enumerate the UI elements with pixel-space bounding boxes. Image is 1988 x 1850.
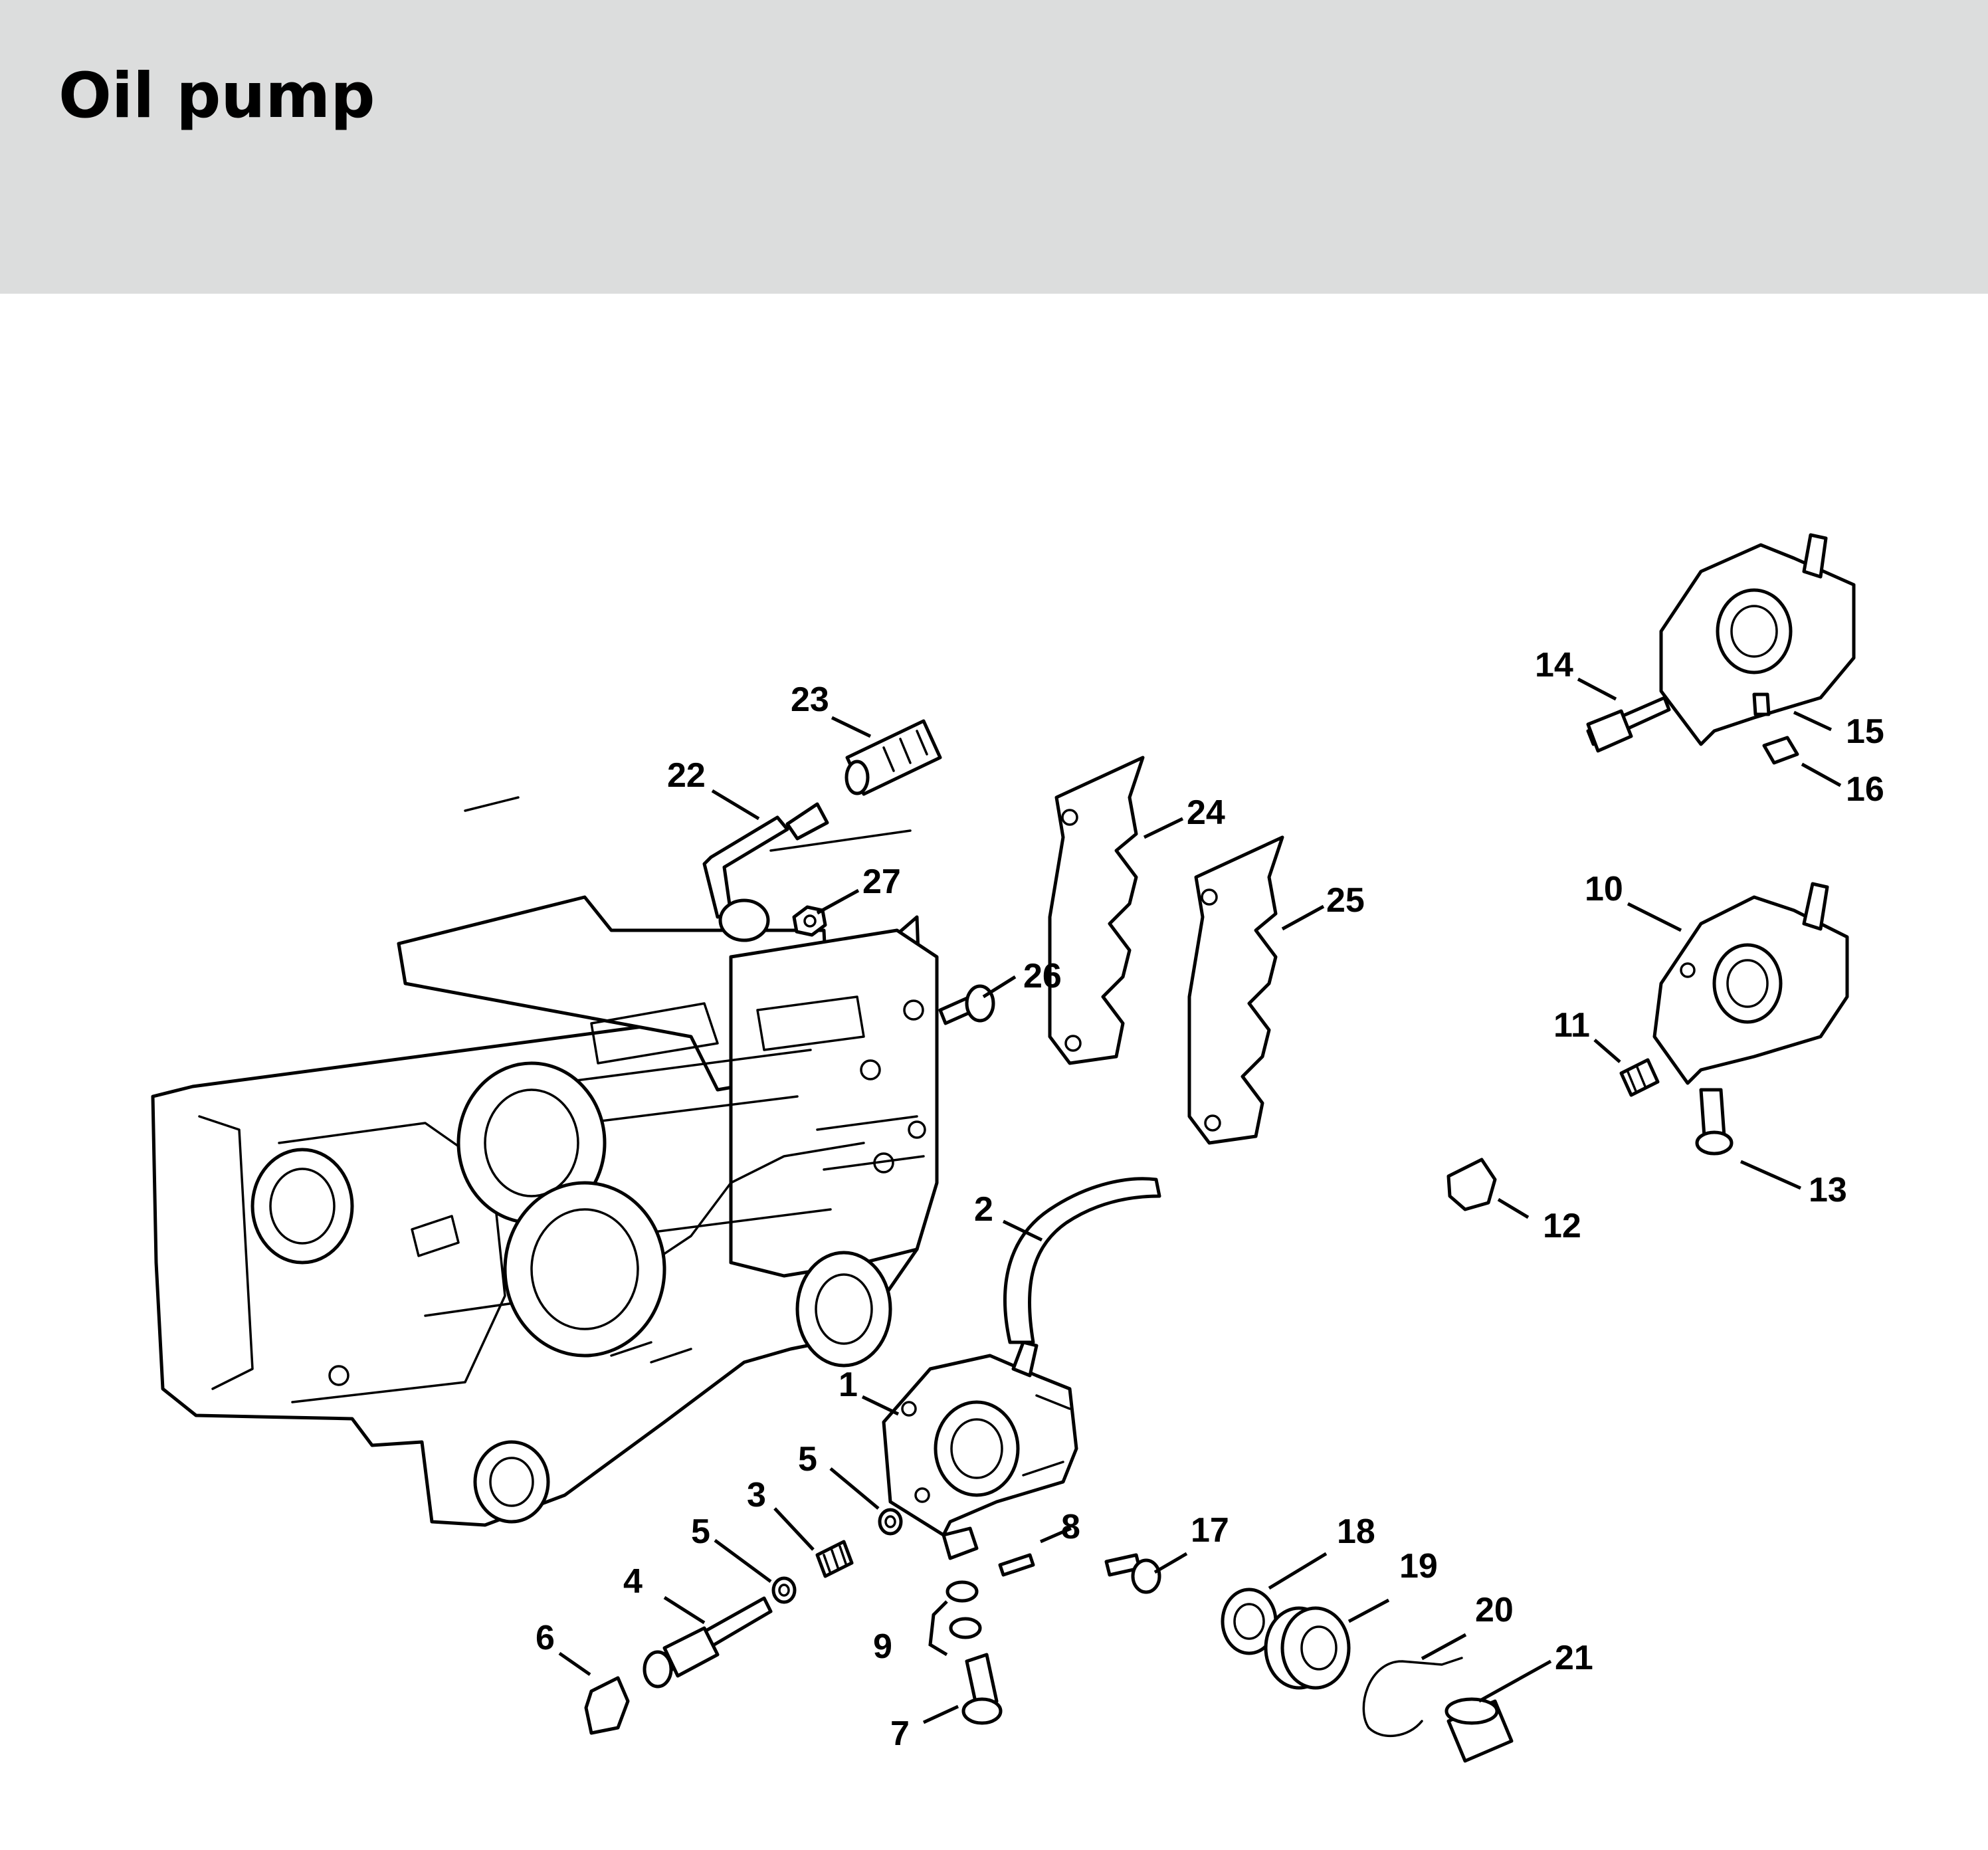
crankcase-housing bbox=[151, 796, 939, 1527]
part-5b-washer bbox=[771, 1576, 797, 1604]
part-1-oil-pump bbox=[882, 1340, 1078, 1560]
part-24-hole-bottom bbox=[1064, 1035, 1082, 1052]
callout-13: 13 bbox=[1809, 1171, 1847, 1209]
callout-labels: 1 2 3 4 5 5 6 7 8 9 10 11 12 13 14 15 16… bbox=[536, 646, 1884, 1753]
part-6-cap bbox=[584, 1676, 630, 1735]
callout-27: 27 bbox=[862, 863, 901, 901]
callout-14: 14 bbox=[1535, 646, 1573, 684]
part-20-spring-wire bbox=[1362, 1657, 1463, 1737]
callout-12: 12 bbox=[1543, 1207, 1581, 1245]
part-24-hole-top bbox=[1061, 809, 1078, 826]
part-7-adjusting-screw bbox=[961, 1653, 1003, 1725]
callout-9: 9 bbox=[873, 1627, 892, 1666]
part-24-bumper-spike bbox=[1048, 756, 1145, 1065]
callout-10: 10 bbox=[1585, 870, 1623, 908]
part-17-screw bbox=[1104, 1553, 1161, 1594]
header-bar: Oil pump bbox=[0, 0, 1988, 294]
part-12-cap bbox=[1446, 1158, 1497, 1211]
part-26-screw bbox=[938, 984, 995, 1025]
callout-8: 8 bbox=[1061, 1508, 1080, 1546]
part-8-pin bbox=[998, 1553, 1035, 1577]
part-2-hose bbox=[1003, 1177, 1161, 1344]
part-21-sleeve bbox=[1444, 1697, 1514, 1763]
callout-17: 17 bbox=[1191, 1511, 1229, 1550]
part-25-hole-bottom bbox=[1204, 1114, 1221, 1132]
callout-5a: 5 bbox=[798, 1440, 817, 1479]
callout-19: 19 bbox=[1399, 1547, 1438, 1586]
part-10-oil-pump bbox=[1652, 882, 1849, 1085]
callout-25: 25 bbox=[1326, 881, 1365, 920]
callout-18: 18 bbox=[1337, 1512, 1375, 1551]
part-9-o-rings bbox=[928, 1580, 982, 1657]
callout-3: 3 bbox=[747, 1476, 766, 1514]
part-27-nut bbox=[792, 905, 827, 937]
part-19-worm bbox=[1264, 1606, 1351, 1690]
part-5a-washer bbox=[878, 1508, 903, 1536]
callout-4: 4 bbox=[623, 1562, 643, 1601]
part-14-worm-shaft bbox=[1586, 696, 1671, 753]
pump-assembly-top bbox=[1659, 533, 1856, 746]
callout-7: 7 bbox=[890, 1714, 910, 1753]
leader-lines bbox=[558, 677, 1842, 1724]
callout-21: 21 bbox=[1555, 1639, 1593, 1677]
part-25-bumper-spike bbox=[1187, 835, 1284, 1145]
callout-16: 16 bbox=[1846, 770, 1884, 809]
callout-22: 22 bbox=[667, 756, 706, 795]
page-title: Oil pump bbox=[58, 60, 375, 132]
part-4-worm-shaft bbox=[643, 1596, 773, 1689]
callout-20: 20 bbox=[1475, 1591, 1514, 1629]
callout-15: 15 bbox=[1846, 712, 1884, 751]
callout-11: 11 bbox=[1553, 1006, 1590, 1045]
part-13-adjusting-screw bbox=[1695, 1088, 1734, 1156]
callout-24: 24 bbox=[1187, 793, 1225, 832]
callout-1: 1 bbox=[839, 1366, 858, 1404]
callout-6: 6 bbox=[536, 1619, 555, 1657]
part-25-hole-top bbox=[1201, 888, 1218, 906]
part-16-clip bbox=[1762, 736, 1799, 765]
callout-26: 26 bbox=[1023, 957, 1062, 995]
part-15-pin bbox=[1752, 692, 1771, 716]
callout-5b: 5 bbox=[691, 1512, 710, 1551]
callout-23: 23 bbox=[791, 680, 829, 719]
part-23-strainer bbox=[845, 719, 942, 796]
part-22-pickup-tube bbox=[702, 802, 829, 942]
part-3-spring bbox=[815, 1540, 854, 1578]
part-11-spring bbox=[1619, 1058, 1660, 1097]
callout-2: 2 bbox=[974, 1190, 993, 1229]
